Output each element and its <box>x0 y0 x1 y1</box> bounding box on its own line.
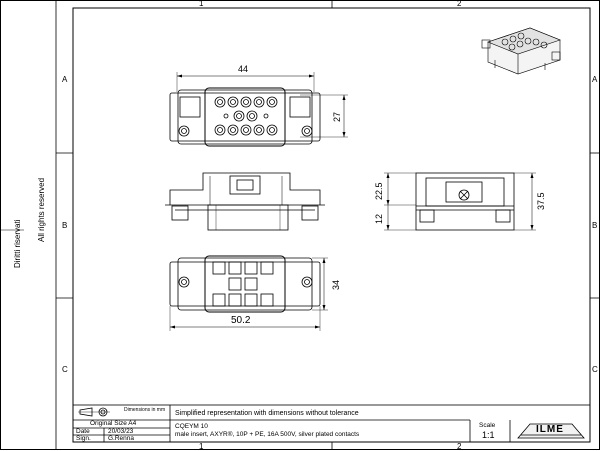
grid-bottom-2: 2 <box>457 442 462 451</box>
part-code: CQEYM 10 <box>175 423 208 430</box>
scale-value: 1:1 <box>482 430 495 440</box>
part-description: male insert, AXYR®, 10P + PE, 16A 500V, … <box>175 431 360 438</box>
dim-bottom-height: 34 <box>331 279 341 290</box>
scale-label: Scale <box>479 422 496 429</box>
sign-label: Sign. <box>76 435 91 442</box>
projection-label: Dimensions in mm <box>124 407 166 413</box>
dim-bottom-width: 50.2 <box>231 315 251 326</box>
dim-top-width: 44 <box>238 64 249 74</box>
grid-left-c: C <box>62 365 68 374</box>
side-view <box>384 172 536 231</box>
grid-right-a: A <box>592 75 598 84</box>
drawing-frame <box>72 7 591 443</box>
logo-text: ILME <box>536 424 564 435</box>
dim-side-37-5: 37.5 <box>536 192 546 210</box>
dim-side-12: 12 <box>374 213 384 224</box>
date-label: Date <box>76 428 90 435</box>
grid-top-1: 1 <box>199 0 204 8</box>
title-block <box>72 404 591 443</box>
dim-top-height: 27 <box>332 111 342 122</box>
dim-side-22-5: 22.5 <box>374 182 384 200</box>
ilme-logo <box>517 423 585 439</box>
sign-value: G.Renna <box>108 435 135 442</box>
grid-right-c: C <box>592 365 598 374</box>
grid-left-b: B <box>62 221 68 230</box>
bottom-view <box>169 255 328 331</box>
top-view <box>169 72 348 147</box>
simplified-note: Simplified representation with dimension… <box>175 410 359 417</box>
isometric-view <box>481 27 561 75</box>
date-value: 20/03/23 <box>108 428 134 435</box>
grid-bottom-1: 1 <box>199 442 204 451</box>
front-view <box>165 172 325 231</box>
original-size: Original Size A4 <box>90 420 137 427</box>
grid-left-a: A <box>62 75 68 84</box>
rights-reserved-text: All rights reserved <box>37 177 46 242</box>
rights-reserved-text-it: Diritti riservati <box>13 219 22 268</box>
grid-right-b: B <box>592 221 598 230</box>
grid-top-2: 2 <box>457 0 462 8</box>
